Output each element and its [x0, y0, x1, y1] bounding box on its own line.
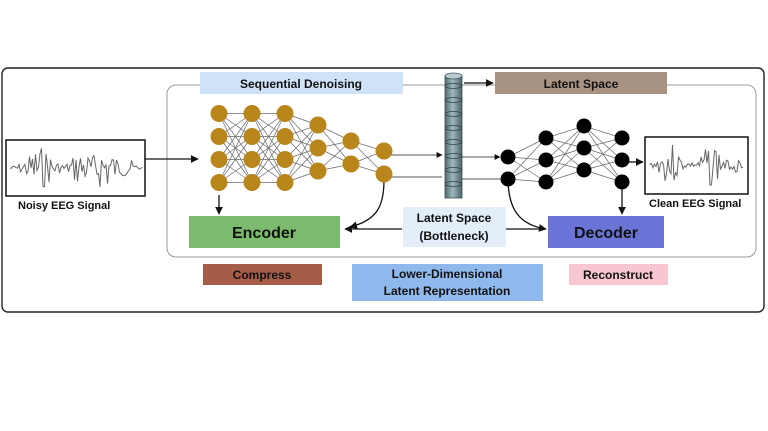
encoder-box — [189, 216, 340, 248]
bottleneck-body — [444, 75, 463, 199]
encoder-connection — [284, 124, 319, 183]
bottleneck-to-encoder-curve — [349, 179, 385, 230]
lower-dimensional-label-line1: Lower-Dimensional — [392, 267, 503, 281]
encoder-connection — [251, 113, 286, 160]
reconstruct-box — [569, 264, 668, 285]
decoder-node — [538, 130, 554, 146]
encoder-node — [309, 116, 327, 134]
lower-dimensional-label-line2: Latent Representation — [384, 284, 511, 298]
encoder-node — [243, 174, 261, 191]
decoder-node — [576, 140, 592, 156]
encoder-connection — [218, 136, 253, 183]
latent-space-bottleneck-label-line1: Latent Space — [417, 211, 492, 225]
lower-dimensional-box — [352, 264, 543, 301]
clean-eeg-waveform — [649, 144, 744, 186]
encoder-node — [342, 155, 360, 173]
encoder-connection — [251, 136, 286, 183]
noisy-eeg-signal-label: Noisy EEG Signal — [18, 200, 110, 212]
encoder-node — [309, 162, 327, 180]
decoder-node — [500, 149, 516, 165]
decoder-node — [576, 162, 592, 178]
decoder-node — [500, 171, 516, 187]
bottleneck-cylinder — [444, 72, 463, 199]
encoder-node — [342, 132, 360, 150]
decoder-connections — [507, 125, 623, 183]
bottleneck-segment — [444, 153, 463, 159]
decoder-node — [614, 174, 630, 190]
latent-space-bottleneck-box — [403, 207, 506, 247]
decoder-box — [548, 216, 664, 248]
decoder-nodes — [500, 118, 630, 190]
encoder-connections — [218, 113, 385, 183]
decoder-label: Decoder — [574, 225, 638, 242]
encoder-node — [243, 128, 261, 145]
decoder-connection — [545, 125, 585, 161]
encoder-node — [309, 139, 327, 157]
sequential-denoising-box — [200, 72, 403, 94]
decoder-node — [614, 152, 630, 168]
noisy-eeg-signal-panel — [5, 139, 146, 197]
bottleneck-segment — [444, 97, 463, 103]
encoder-node — [243, 151, 261, 168]
encoder-node — [276, 128, 294, 145]
decoder-node — [538, 152, 554, 168]
encoder-connection — [251, 113, 286, 183]
outer-frame — [1, 67, 765, 313]
bottleneck-top — [444, 72, 463, 80]
bottleneck-segment — [444, 139, 463, 145]
encoder-node — [375, 142, 393, 160]
encoder-label: Encoder — [232, 225, 296, 242]
decoder-connection — [583, 137, 623, 171]
bottleneck-segment — [444, 83, 463, 89]
bottleneck-segment — [444, 125, 463, 131]
bottleneck-segment — [444, 181, 463, 187]
compress-box — [203, 264, 322, 285]
latent-space-top-box — [495, 72, 667, 94]
encoder-node — [375, 165, 393, 183]
encoder-connection — [218, 113, 253, 183]
encoder-node — [276, 105, 294, 122]
decoder-connection — [545, 125, 585, 183]
clean-eeg-signal-label: Clean EEG Signal — [649, 198, 741, 210]
encoder-node — [210, 128, 228, 145]
encoder-nodes — [210, 105, 393, 191]
bottleneck-segment — [444, 111, 463, 117]
latent-space-top-label: Latent Space — [544, 77, 619, 91]
noisy-eeg-waveform — [9, 148, 143, 188]
encoder-node — [210, 174, 228, 191]
encoder-node — [243, 105, 261, 122]
decoder-connection — [545, 147, 585, 183]
bottleneck-segment — [444, 167, 463, 173]
encoder-node — [210, 151, 228, 168]
decoder-node — [576, 118, 592, 134]
encoder-node — [276, 151, 294, 168]
clean-eeg-signal-panel — [644, 136, 749, 195]
reconstruct-label: Reconstruct — [583, 268, 653, 282]
decoder-node — [538, 174, 554, 190]
encoder-node — [276, 174, 294, 191]
compress-label: Compress — [233, 268, 292, 282]
decoder-connection — [507, 137, 547, 180]
encoder-node — [210, 105, 228, 122]
latent-space-bottleneck-label-line2: (Bottleneck) — [419, 229, 488, 243]
decoder-node — [614, 130, 630, 146]
encoder-connection — [218, 113, 253, 160]
sequential-denoising-label: Sequential Denoising — [240, 77, 362, 91]
